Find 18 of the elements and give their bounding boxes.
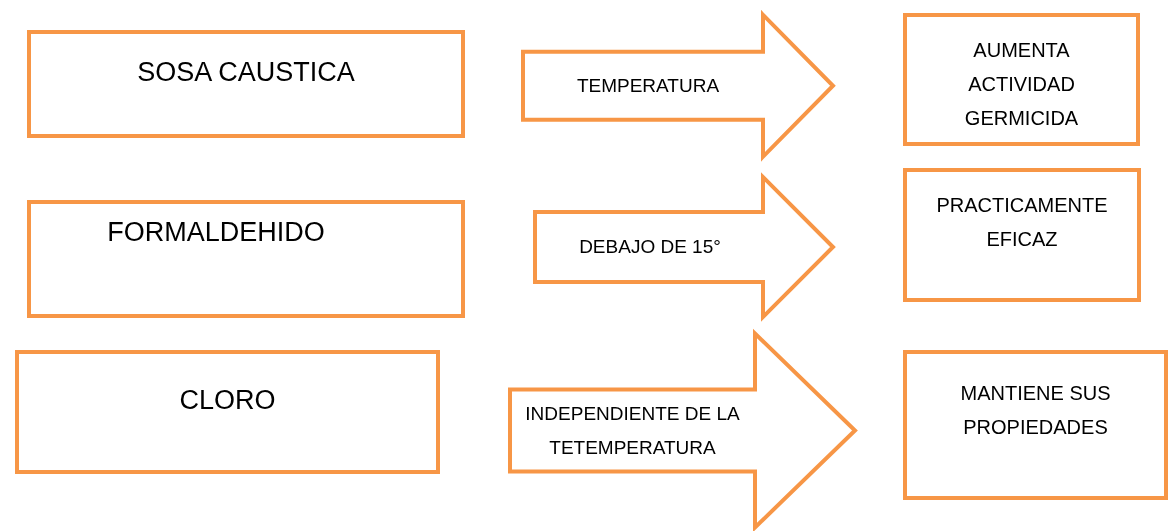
box-label: FORMALDEHIDO <box>106 216 326 249</box>
text-box <box>27 30 465 138</box>
text-box <box>903 168 1141 302</box>
text-box <box>15 350 440 474</box>
block-arrow <box>508 328 858 531</box>
edge-label: DEBAJO DE 15° <box>578 235 722 259</box>
box-label: PRACTICAMENTE EFICAZ <box>935 193 1109 252</box>
edge-label: INDEPENDIENTE DE LA TETEMPERATURA <box>524 401 741 460</box>
block-arrow <box>521 9 836 162</box>
box-label: AUMENTA ACTIVIDAD GERMICIDA <box>963 38 1080 131</box>
block-arrow <box>533 172 836 322</box>
text-box <box>903 350 1168 500</box>
text-box <box>903 13 1140 146</box>
text-box <box>27 200 465 318</box>
box-label: MANTIENE SUS PROPIEDADES <box>959 381 1112 440</box>
box-label: CLORO <box>178 384 277 417</box>
box-label: SOSA CAUSTICA <box>136 56 356 89</box>
edge-label: TEMPERATURA <box>575 73 721 98</box>
